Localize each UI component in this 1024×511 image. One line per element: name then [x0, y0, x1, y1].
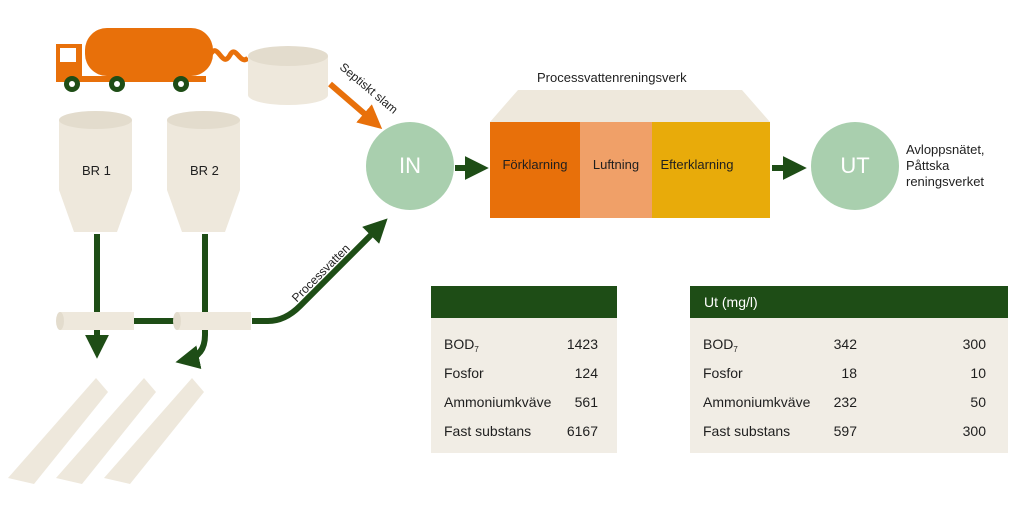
stage-label-luftning: Luftning — [592, 157, 640, 172]
value-cell: 232 — [833, 394, 857, 410]
septic-arrow — [328, 81, 383, 130]
table-in: BOD7 1423 Fosfor 124 Ammoniumkväve 561 F… — [431, 286, 617, 453]
param-name: Ammoniumkväve — [444, 394, 552, 410]
sludge-pile-icon — [8, 378, 204, 484]
table-row: Ammoniumkväve 232 50 — [690, 388, 1008, 417]
param-name: BOD — [703, 336, 734, 352]
pipe-icon — [173, 312, 251, 330]
table-in-header — [431, 286, 617, 318]
stage-label-efterklarning: Efterklarning — [660, 157, 734, 172]
pipe-network — [85, 218, 388, 370]
in-label: IN — [399, 153, 421, 178]
plant-roof — [490, 90, 770, 122]
param-name: Fosfor — [444, 365, 484, 381]
table-row: BOD7 1423 — [431, 330, 617, 359]
param-name: BOD — [444, 336, 475, 352]
param-name: Ammoniumkväve — [703, 394, 811, 410]
stage-efterklarning — [652, 122, 770, 218]
value-cell: 18 — [841, 365, 857, 381]
table-row: BOD7 342 300 — [690, 330, 1008, 359]
silo-1-icon — [59, 111, 132, 232]
silo-2-icon — [167, 111, 240, 232]
value-cell: 6167 — [566, 423, 598, 439]
stage-forklarning — [490, 122, 580, 218]
value-cell: 561 — [574, 394, 598, 410]
storage-tank-icon — [248, 46, 328, 105]
table-row: Fosfor 18 10 — [690, 359, 1008, 388]
table-out-header: Ut (mg/l) — [690, 286, 1008, 318]
table-row: Fast substans 6167 — [431, 417, 617, 446]
table-row: Ammoniumkväve 561 — [431, 388, 617, 417]
silo-1-label: BR 1 — [82, 163, 111, 178]
pipe-icon — [56, 312, 134, 330]
table-row: Fast substans 597 300 — [690, 417, 1008, 446]
stage-label-forklarning: Förklarning — [502, 157, 568, 172]
table-out: Ut (mg/l) BOD7 342 300 Fosfor 18 10 Ammo… — [690, 286, 1008, 453]
limit-cell: 50 — [970, 394, 986, 410]
value-cell: 597 — [833, 423, 857, 439]
stage-luftning — [580, 122, 652, 218]
silo-2-label: BR 2 — [190, 163, 219, 178]
param-name: Fosfor — [703, 365, 743, 381]
in-node — [366, 122, 454, 210]
param-name: Fast substans — [444, 423, 532, 439]
param-name: Fast substans — [703, 423, 791, 439]
limit-cell: 300 — [962, 423, 986, 439]
param-sub: 7 — [733, 345, 738, 354]
value-cell: 1423 — [566, 336, 598, 352]
table-row: Fosfor 124 — [431, 359, 617, 388]
value-cell: 124 — [574, 365, 598, 381]
plant-label: Processvattenreningsverk — [537, 70, 687, 85]
out-label: UT — [840, 153, 870, 178]
limit-cell: 10 — [970, 365, 986, 381]
tanker-truck-icon — [56, 28, 250, 92]
out-node — [811, 122, 899, 210]
destination-label: Avloppsnätet, Påttska reningsverket — [906, 142, 985, 189]
limit-cell: 300 — [962, 336, 986, 352]
value-cell: 342 — [833, 336, 857, 352]
param-sub: 7 — [474, 345, 479, 354]
